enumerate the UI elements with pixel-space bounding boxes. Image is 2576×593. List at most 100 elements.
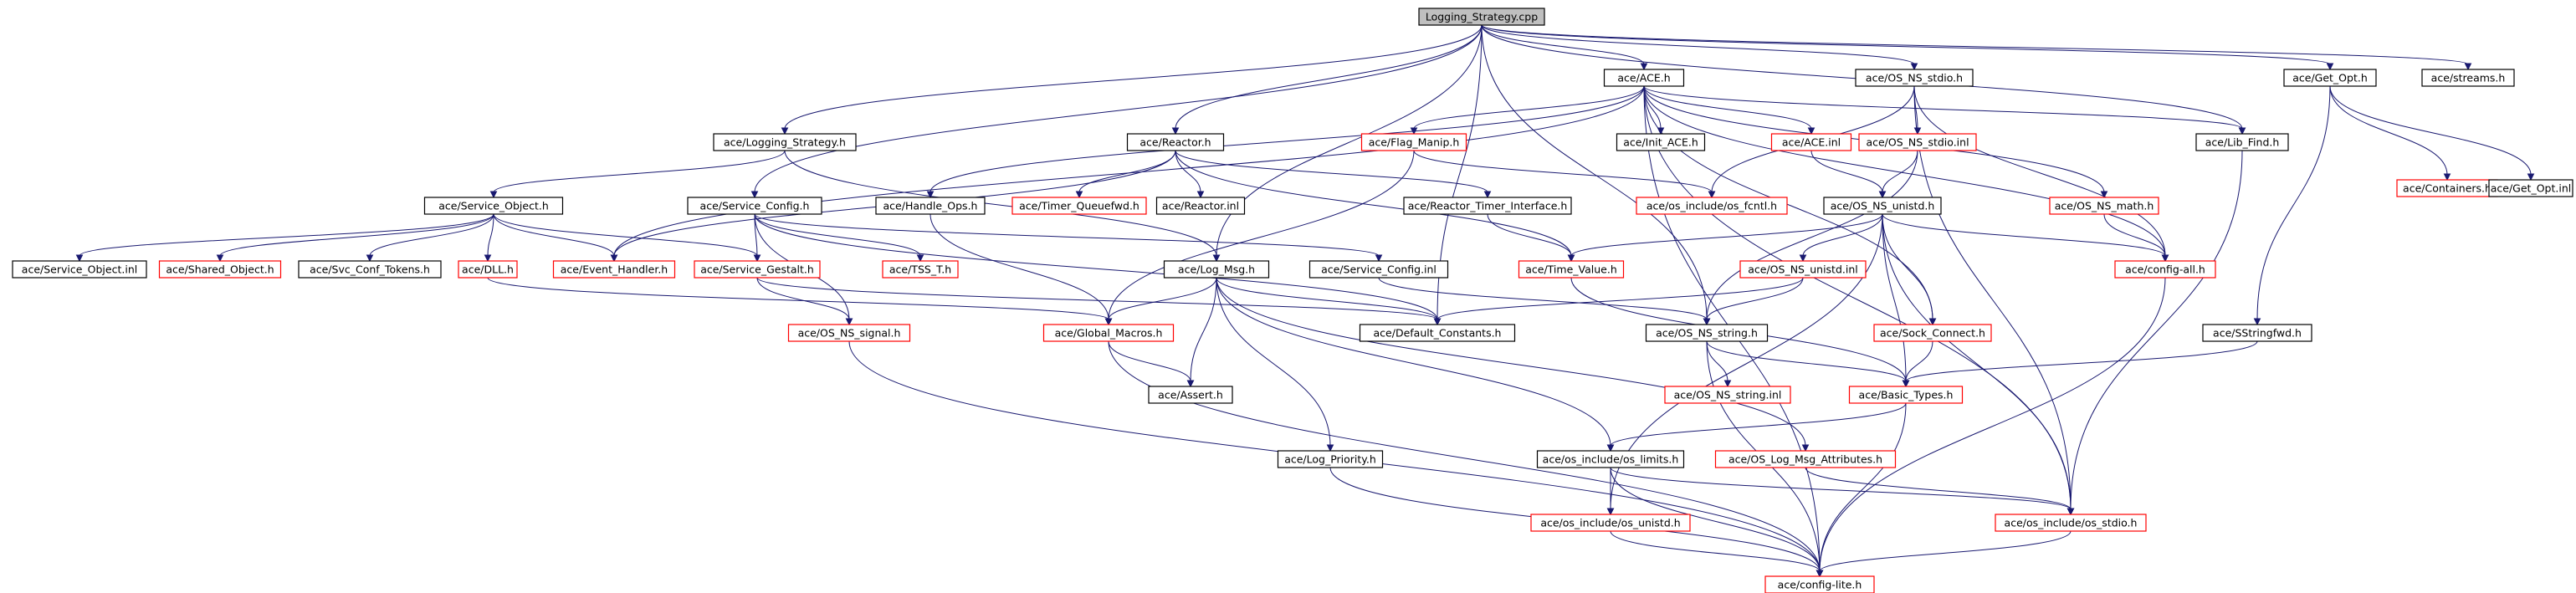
node-assert-h[interactable]: ace/Assert.h bbox=[1148, 386, 1233, 404]
node-service-object-inl[interactable]: ace/Service_Object.inl bbox=[12, 260, 147, 279]
node-time-value-h[interactable]: ace/Time_Value.h bbox=[1518, 260, 1625, 279]
edge-reactor_h-to-timer_queuefwd_h bbox=[1075, 150, 1176, 199]
node-label: ace/Service_Gestalt.h bbox=[700, 263, 814, 276]
node-sock-connect-h[interactable]: ace/Sock_Connect.h bbox=[1873, 324, 1992, 342]
node-label: ace/os_include/os_unistd.h bbox=[1540, 517, 1680, 529]
node-os-log-msg-attributes-h[interactable]: ace/OS_Log_Msg_Attributes.h bbox=[1714, 450, 1897, 468]
node-label: ace/Get_Opt.inl bbox=[2491, 182, 2571, 195]
node-config-all-h[interactable]: ace/config-all.h bbox=[2114, 260, 2216, 279]
edge-ace_h-to-handle_ops_h bbox=[926, 85, 1645, 199]
node-flag-manip-h[interactable]: ace/Flag_Manip.h bbox=[1360, 133, 1467, 151]
edge-os_ns_unistd_h-to-time_value_h bbox=[1567, 213, 1883, 263]
node-label: ace/Log_Msg.h bbox=[1178, 263, 1255, 276]
node-log-priority-h[interactable]: ace/Log_Priority.h bbox=[1277, 450, 1384, 468]
edge-os_ns_unistd_h-to-os_unistd_h bbox=[1606, 213, 1883, 516]
node-label: ace/config-all.h bbox=[2125, 263, 2205, 276]
node-shared-object-h[interactable]: ace/Shared_Object.h bbox=[158, 260, 282, 279]
node-service-config-h[interactable]: ace/Service_Config.h bbox=[687, 197, 822, 215]
node-os-ns-stdio-h[interactable]: ace/OS_NS_stdio.h bbox=[1855, 69, 1974, 87]
node-label: ace/Service_Config.inl bbox=[1321, 263, 1437, 276]
node-os-ns-stdio-inl[interactable]: ace/OS_NS_stdio.inl bbox=[1858, 133, 1977, 151]
node-init-ace-h[interactable]: ace/Init_ACE.h bbox=[1616, 133, 1706, 151]
node-config-lite-h[interactable]: ace/config-lite.h bbox=[1764, 575, 1875, 593]
node-reactor-h[interactable]: ace/Reactor.h bbox=[1126, 133, 1225, 151]
node-label: ace/Timer_Queuefwd.h bbox=[1019, 200, 1139, 212]
node-os-unistd-h[interactable]: ace/os_include/os_unistd.h bbox=[1530, 514, 1691, 532]
node-service-object-h[interactable]: ace/Service_Object.h bbox=[423, 197, 564, 215]
node-label: ace/Default_Constants.h bbox=[1374, 327, 1502, 340]
node-label: ace/Flag_Manip.h bbox=[1369, 136, 1460, 149]
node-os-ns-unistd-inl[interactable]: ace/OS_NS_unistd.inl bbox=[1739, 260, 1867, 279]
edge-os_ns_math_h-to-config_all_h bbox=[2103, 213, 2169, 263]
edge-root-to-os_ns_stdio_h bbox=[1481, 24, 1918, 71]
edge-os_ns_unistd_inl-to-os_ns_string_h bbox=[1703, 277, 1804, 326]
node-os-ns-math-h[interactable]: ace/OS_NS_math.h bbox=[2049, 197, 2159, 215]
node-os-ns-string-h[interactable]: ace/OS_NS_string.h bbox=[1645, 324, 1769, 342]
node-box bbox=[875, 197, 986, 215]
node-ace-h[interactable]: ace/ACE.h bbox=[1603, 69, 1685, 87]
node-box bbox=[423, 197, 564, 215]
node-label: ace/Time_Value.h bbox=[1525, 263, 1617, 276]
node-svc-conf-tokens-h[interactable]: ace/Svc_Conf_Tokens.h bbox=[298, 260, 442, 279]
node-box bbox=[1636, 197, 1788, 215]
node-root[interactable]: Logging_Strategy.cpp bbox=[1418, 8, 1545, 26]
node-label: ace/OS_NS_unistd.inl bbox=[1748, 263, 1858, 276]
node-streams-h[interactable]: ace/streams.h bbox=[2421, 69, 2515, 87]
node-tss-t-h[interactable]: ace/TSS_T.h bbox=[882, 260, 959, 279]
edge-root-to-get_opt_h bbox=[1481, 24, 2334, 71]
node-os-fcntl-h[interactable]: ace/os_include/os_fcntl.h bbox=[1636, 197, 1788, 215]
node-service-config-inl[interactable]: ace/Service_Config.inl bbox=[1308, 260, 1449, 279]
node-timer-queuefwd-h[interactable]: ace/Timer_Queuefwd.h bbox=[1011, 197, 1147, 215]
node-box bbox=[694, 260, 821, 279]
node-os-limits-h[interactable]: ace/os_include/os_limits.h bbox=[1536, 450, 1685, 468]
edge-reactor_timer_interface_h-to-time_value_h bbox=[1487, 213, 1575, 263]
node-box bbox=[1848, 386, 1964, 404]
node-get-opt-inl[interactable]: ace/Get_Opt.inl bbox=[2488, 179, 2573, 197]
node-logging-strategy-h[interactable]: ace/Logging_Strategy.h bbox=[713, 133, 857, 151]
node-box bbox=[882, 260, 959, 279]
node-os-ns-string-inl[interactable]: ace/OS_NS_string.inl bbox=[1664, 386, 1791, 404]
graph-edges bbox=[75, 24, 2535, 578]
node-handle-ops-h[interactable]: ace/Handle_Ops.h bbox=[875, 197, 986, 215]
node-log-msg-h[interactable]: ace/Log_Msg.h bbox=[1163, 260, 1270, 279]
node-global-macros-h[interactable]: ace/Global_Macros.h bbox=[1042, 324, 1175, 342]
node-label: ace/SStringfwd.h bbox=[2213, 327, 2302, 340]
node-containers-h[interactable]: ace/Containers.h bbox=[2396, 179, 2498, 197]
node-os-stdio-h[interactable]: ace/os_include/os_stdio.h bbox=[1995, 514, 2147, 532]
node-default-constants-h[interactable]: ace/Default_Constants.h bbox=[1359, 324, 1516, 342]
node-label: ace/Service_Config.h bbox=[700, 200, 810, 212]
node-reactor-inl[interactable]: ace/Reactor.inl bbox=[1155, 197, 1246, 215]
node-reactor-timer-interface-h[interactable]: ace/Reactor_Timer_Interface.h bbox=[1403, 197, 1572, 215]
node-ace-inl[interactable]: ace/ACE.inl bbox=[1770, 133, 1852, 151]
edge-root-to-default_constants_h bbox=[1433, 24, 1483, 326]
node-os-ns-unistd-h[interactable]: ace/OS_NS_unistd.h bbox=[1823, 197, 1942, 215]
node-os-ns-signal-h[interactable]: ace/OS_NS_signal.h bbox=[787, 324, 911, 342]
node-box bbox=[713, 133, 857, 151]
node-service-gestalt-h[interactable]: ace/Service_Gestalt.h bbox=[694, 260, 821, 279]
edge-service_object_h-to-dll_h bbox=[484, 213, 494, 263]
node-event-handler-h[interactable]: ace/Event_Handler.h bbox=[552, 260, 676, 279]
node-lib-find-h[interactable]: ace/Lib_Find.h bbox=[2195, 133, 2289, 151]
edge-ace_h-to-ace_inl bbox=[1643, 85, 1815, 135]
node-basic-types-h[interactable]: ace/Basic_Types.h bbox=[1848, 386, 1964, 404]
edge-service_object_h-to-service_gestalt_h bbox=[493, 213, 761, 263]
edge-os_ns_stdio_inl-to-os_ns_unistd_h bbox=[1878, 150, 1918, 199]
node-box bbox=[2049, 197, 2159, 215]
node-label: ace/Containers.h bbox=[2403, 182, 2491, 195]
node-label: ace/streams.h bbox=[2431, 72, 2506, 84]
edge-log_msg_h-to-log_priority_h bbox=[1216, 277, 1334, 452]
node-box bbox=[1858, 133, 1977, 151]
node-get-opt-h[interactable]: ace/Get_Opt.h bbox=[2283, 69, 2377, 87]
node-label: ace/OS_Log_Msg_Attributes.h bbox=[1728, 453, 1882, 466]
node-box bbox=[1359, 324, 1516, 342]
edge-global_macros_h-to-assert_h bbox=[1108, 340, 1195, 388]
edge-os_limits_h-to-os_stdio_h bbox=[1610, 467, 2075, 516]
node-sstringfwd-h[interactable]: ace/SStringfwd.h bbox=[2202, 324, 2312, 342]
edge-service_object_h-to-service_object_inl bbox=[75, 213, 494, 263]
edge-flag_manip_h-to-os_fcntl_h bbox=[1413, 150, 1716, 199]
node-label: ace/OS_NS_signal.h bbox=[798, 327, 901, 340]
node-box bbox=[2488, 179, 2573, 197]
node-label: ace/os_include/os_limits.h bbox=[1543, 453, 1679, 466]
node-label: ace/OS_NS_string.inl bbox=[1674, 389, 1782, 401]
node-dll-h[interactable]: ace/DLL.h bbox=[458, 260, 518, 279]
